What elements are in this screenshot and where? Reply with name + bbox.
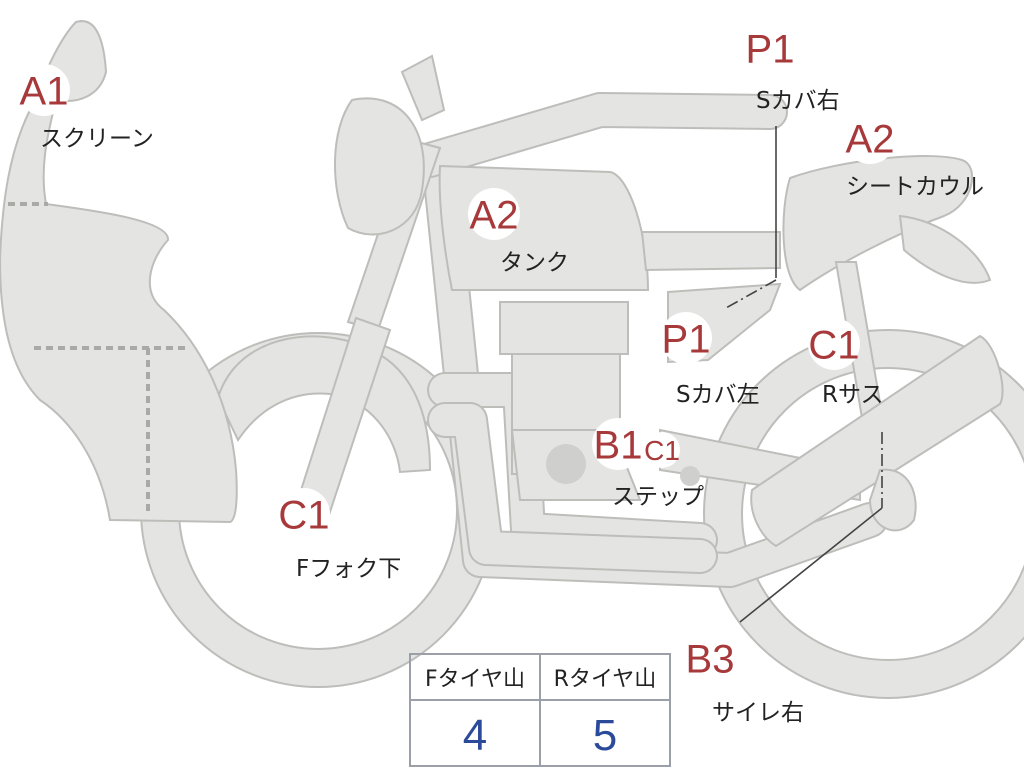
part-code: C1: [808, 323, 859, 367]
table-header-front: Fタイヤ山: [425, 667, 525, 692]
badge-circle: [684, 632, 736, 684]
engine: [499, 301, 700, 501]
part-code: B1: [594, 423, 643, 467]
badge-circle: [278, 488, 330, 540]
badge-front-fork-lower: C1: [278, 488, 330, 540]
windscreen: [0, 20, 238, 524]
part-label-front-fork-lower: Fフォク下: [296, 556, 401, 582]
badge-circle: [18, 64, 70, 116]
leader-lines: [725, 126, 883, 623]
front-tire-tread-value: 4: [463, 711, 487, 760]
badge-circle: [644, 432, 680, 468]
badge-circle: [660, 312, 712, 364]
badge-circle: [744, 22, 796, 74]
badge-seat-cowl: A2: [844, 112, 896, 164]
badge-engine-b1: B1: [592, 418, 644, 470]
part-label-tank: タンク: [500, 250, 569, 276]
part-label-silencer-right: サイレ右: [712, 700, 804, 726]
tail-cowl: [782, 155, 974, 292]
tire-tread-table: Fタイヤ山 Rタイヤ山 4 5: [409, 653, 671, 767]
badge-silencer-right: B3: [684, 632, 736, 684]
badge-circle: [808, 318, 860, 370]
part-code: C1: [278, 493, 329, 537]
badge-tank: A2: [468, 188, 520, 240]
badge-side-cover-left: P1: [660, 312, 712, 364]
muffler: [750, 334, 1004, 548]
rear-tire-tread-value: 5: [593, 711, 617, 760]
part-code: B3: [686, 637, 735, 681]
part-code: P1: [662, 317, 711, 361]
part-code: A1: [20, 69, 69, 113]
badge-circle: [592, 418, 644, 470]
handlebar: [400, 54, 446, 122]
part-label-seat-cowl: シートカウル: [846, 174, 984, 200]
badge-rear-suspension: C1: [808, 318, 860, 370]
part-code: A2: [470, 193, 519, 237]
badge-circle: [468, 188, 520, 240]
part-label-side-cover-right: Sカバ右: [756, 88, 840, 114]
headlight: [334, 97, 425, 236]
badge-circle: [844, 112, 896, 164]
badge-screen: A1: [18, 64, 70, 116]
seat: [640, 231, 781, 272]
part-label-screen: スクリーン: [40, 126, 154, 152]
part-label-rear-suspension: Rサス: [822, 382, 884, 408]
part-label-side-cover-left: Sカバ左: [676, 382, 760, 408]
rear-hub: [868, 468, 917, 532]
part-label-step: ステップ: [612, 484, 704, 510]
windscreen-seams: [8, 202, 190, 516]
part-code: A2: [846, 117, 895, 161]
badge-step: C1: [644, 432, 680, 468]
part-code: C1: [644, 435, 680, 466]
table-header-rear: Rタイヤ山: [554, 667, 657, 692]
part-code: P1: [746, 27, 795, 71]
tail-light: [898, 214, 992, 284]
rear-wheel: [703, 329, 1024, 699]
badge-side-cover-right: P1: [744, 22, 796, 74]
